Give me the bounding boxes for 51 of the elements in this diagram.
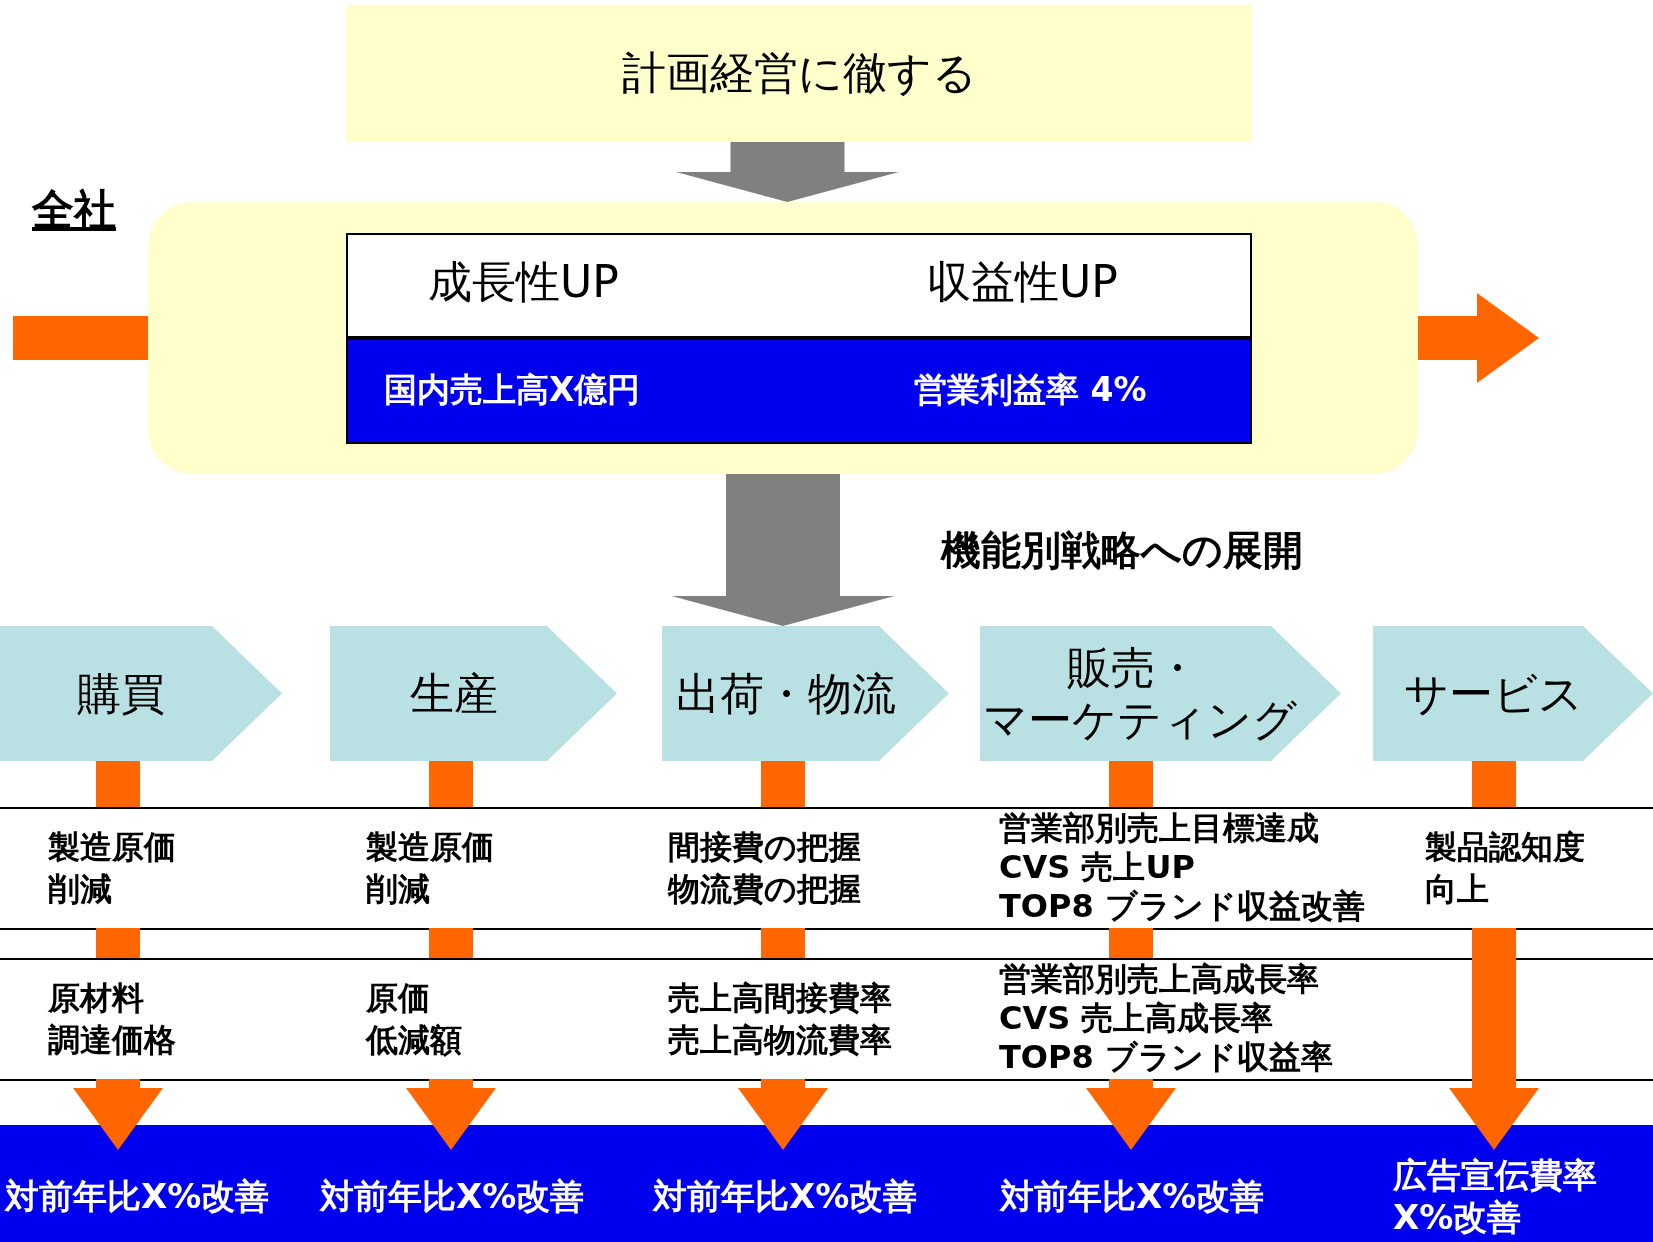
cell-text: CVS 売上高成長率 [999, 999, 1275, 1038]
arrow [1418, 293, 1539, 383]
connector-bar [1472, 761, 1516, 807]
target-text: 対前年比X%改善 [5, 1175, 270, 1217]
cell-text: 営業部別売上目標達成 [999, 809, 1320, 848]
cell-text: 原価低減額 [366, 977, 463, 1061]
target-box [346, 338, 1252, 444]
connector-bar [96, 761, 140, 807]
connector-bar [761, 928, 805, 958]
target-text: 対前年比X%改善 [1000, 1175, 1265, 1217]
connector-bar [1109, 928, 1153, 958]
arrow [676, 142, 899, 202]
arrow [738, 1079, 828, 1150]
cell-text: CVS 売上UP [999, 848, 1196, 887]
cell-text: 売上高間接費率 [668, 977, 892, 1019]
cell-text: 営業部別売上高成長率 [999, 960, 1320, 999]
connector-bar [13, 316, 148, 360]
process-step: 生産 [330, 626, 617, 761]
cell-text: 売上高物流費率 [668, 1019, 892, 1061]
cell-text: 原材料調達価格 [48, 977, 177, 1061]
cell-text: 製造原価削減 [366, 826, 495, 910]
connector-bar [761, 761, 805, 807]
target-text: 広告宣伝費率X%改善 [1393, 1154, 1598, 1238]
heading-text: 全社 [32, 184, 116, 236]
kpi-text: 営業利益率 4% [914, 369, 1147, 411]
connector-bar [96, 928, 140, 958]
goal-text: 成長性UP [428, 255, 619, 309]
target-text: 対前年比X%改善 [653, 1175, 918, 1217]
kpi-text: 国内売上高X億円 [384, 369, 641, 411]
process-step: 購買 [0, 626, 282, 761]
arrow [406, 1079, 496, 1150]
cell-text: TOP8 ブランド収益率 [999, 1038, 1333, 1077]
cell-text: 物流費の把握 [668, 868, 861, 910]
cell-text: 製品認知度向上 [1425, 826, 1586, 910]
arrow [1449, 928, 1539, 1150]
connector-bar [429, 928, 473, 958]
arrow [1086, 1079, 1176, 1150]
process-step: 出荷・物流 [662, 626, 949, 761]
cell-text: 製造原価削減 [48, 826, 177, 910]
process-step: 販売・マーケティング [980, 626, 1341, 761]
goal-box: 計画経営に徹する [346, 5, 1252, 142]
arrow [671, 474, 895, 626]
process-step: サービス [1373, 626, 1653, 761]
target-text: 対前年比X%改善 [320, 1175, 585, 1217]
cell-text: TOP8 ブランド収益改善 [999, 887, 1365, 926]
connector-bar [1109, 761, 1153, 807]
target-box [346, 233, 1252, 338]
arrow [73, 1079, 163, 1150]
goal-text: 収益性UP [927, 255, 1118, 309]
cell-text: 間接費の把握 [668, 826, 861, 868]
connector-bar [429, 761, 473, 807]
